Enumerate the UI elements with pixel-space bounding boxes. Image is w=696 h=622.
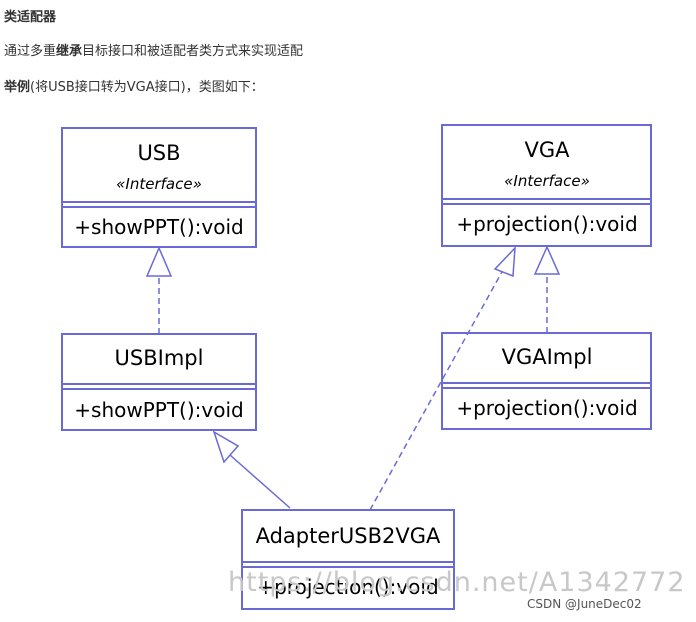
usbimpl-class-name: USBImpl	[115, 346, 204, 370]
usb-realization-arrowhead	[145, 246, 173, 277]
vga-realization-arrowhead	[533, 245, 561, 275]
example-text: 举例(将USB接口转为VGA接口)，类图如下：	[4, 79, 264, 97]
usbimpl-inheritance-arrowhead	[212, 430, 240, 464]
adapter-to-vga-realization	[369, 269, 504, 511]
description-suffix: 目标接口和被适配者类方式来实现适配	[82, 44, 304, 59]
example-caption: (将USB接口转为VGA接口)，类图如下：	[30, 80, 264, 95]
usb-class-box	[61, 127, 257, 248]
adapter-class-box	[241, 509, 455, 610]
adapter-to-usbimpl-inheritance	[229, 454, 291, 509]
example-emphasis: 举例	[4, 80, 31, 95]
usb-class-name: USB	[137, 141, 180, 165]
usb-method: +showPPT():void	[74, 215, 243, 239]
vga-method: +projection():void	[456, 212, 637, 236]
vga-adapter-realization-arrowhead	[493, 245, 516, 278]
vgaimpl-method: +projection():void	[456, 396, 637, 420]
vga-class-name: VGA	[524, 138, 570, 162]
blog-watermark: https://blog.csdn.net/A1342772	[228, 567, 686, 598]
description-text: 通过多重继承目标接口和被适配者类方式来实现适配	[4, 43, 303, 61]
csdn-credit: CSDN @JuneDec02	[527, 597, 642, 611]
usbimpl-class-box	[61, 333, 257, 431]
vgaimpl-class-box	[441, 332, 652, 430]
description-prefix: 通过多重	[4, 44, 57, 59]
vga-class-box	[441, 124, 652, 247]
description-emphasis: 继承	[56, 44, 83, 59]
usbimpl-method: +showPPT():void	[74, 398, 243, 422]
section-title: 类适配器	[4, 10, 57, 25]
adapter-class-name: AdapterUSB2VGA	[256, 524, 441, 548]
usb-stereotype: «Interface»	[116, 175, 202, 193]
adapter-method: +projection():void	[257, 575, 438, 599]
vga-stereotype: «Interface»	[504, 172, 590, 190]
vgaimpl-class-name: VGAImpl	[502, 345, 593, 369]
